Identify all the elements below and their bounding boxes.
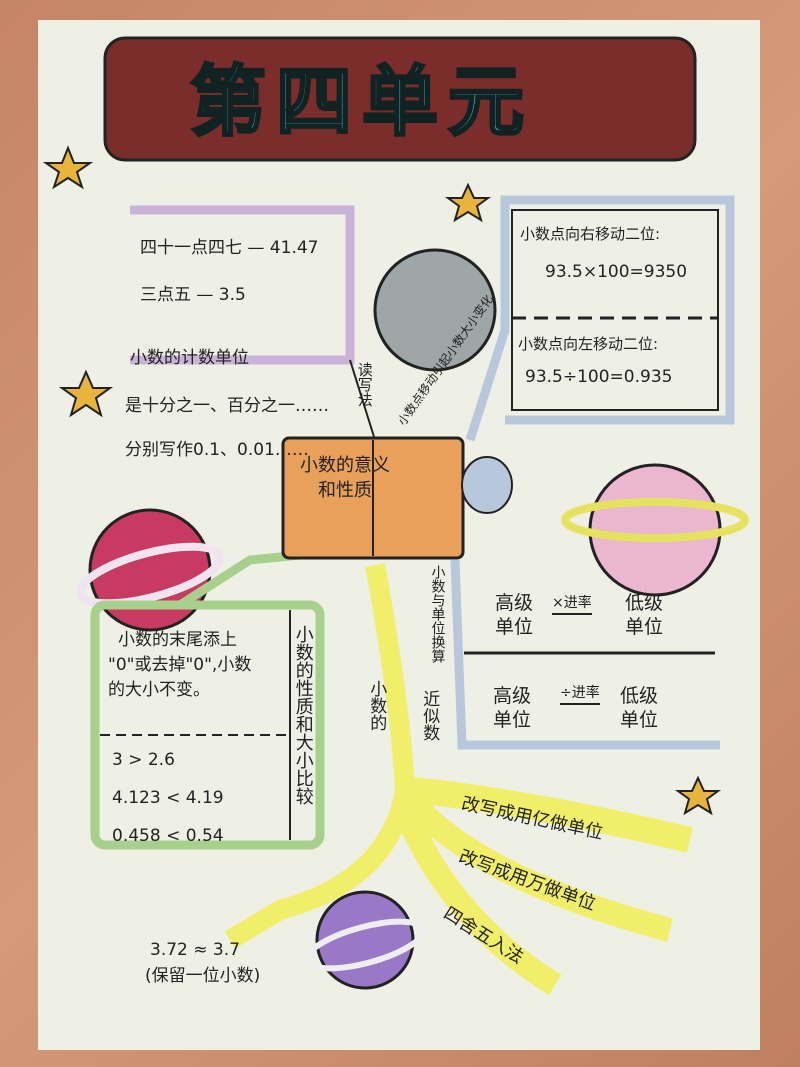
star-icon	[444, 182, 492, 223]
purple-planet	[315, 890, 415, 990]
comparison-1: 3 > 2.6	[112, 750, 175, 770]
grey-planet	[373, 248, 497, 372]
robot-icon	[461, 456, 513, 514]
property-rule-line3: 的大小不变。	[108, 680, 210, 700]
unit-line-3: 分别写作0.1、0.01……	[125, 440, 309, 460]
row1-from: 高级单位	[495, 592, 534, 638]
properties-box	[90, 600, 325, 850]
center-topic-line1: 小数的意义	[300, 455, 390, 476]
read-write-example-2: 三点五 — 3.5	[140, 285, 246, 305]
move-right-example: 93.5×100=9350	[545, 262, 688, 282]
unit-line-2: 是十分之一、百分之一……	[125, 396, 329, 416]
property-rule-line1: 小数的末尾添上	[118, 630, 237, 650]
move-right-rule: 小数点向右移动二位:	[520, 225, 661, 243]
move-left-example: 93.5÷100=0.935	[525, 367, 673, 387]
property-rule-line2: "0"或去掉"0",小数	[108, 655, 252, 675]
star-icon	[674, 775, 722, 816]
branch-read-write	[130, 205, 355, 365]
row2-from: 高级单位	[493, 685, 532, 731]
title-banner	[103, 36, 697, 162]
center-topic-line2: 和性质	[318, 480, 372, 501]
branch-decimal-move	[465, 195, 735, 442]
pink-planet	[588, 463, 722, 597]
comparison-3: 0.458 < 0.54	[112, 826, 224, 846]
page-title: 第四单元	[189, 56, 534, 148]
properties-branch-label: 小数的性质和大小比较	[292, 625, 314, 805]
approximation-label-1: 小数的	[366, 680, 387, 731]
approx-example-note: (保留一位小数)	[145, 966, 261, 986]
approx-example: 3.72 ≈ 3.7	[150, 940, 240, 960]
star-icon	[58, 369, 114, 418]
star-icon	[42, 145, 94, 190]
row1-arrow: ×进率	[552, 595, 592, 615]
row1-to: 低级单位	[625, 592, 664, 638]
unit-line-1: 小数的计数单位	[130, 348, 249, 368]
comparison-2: 4.123 < 4.19	[112, 788, 224, 808]
branch-approximation	[224, 563, 416, 949]
row2-to: 低级单位	[620, 685, 659, 731]
unit-conversion-branch-label: 小数与单位换算	[429, 565, 446, 663]
move-left-rule: 小数点向左移动二位:	[518, 335, 659, 353]
row2-arrow: ÷进率	[560, 685, 600, 705]
branch-unit-conversion	[450, 559, 720, 750]
read-write-example-1: 四十一点四七 — 41.47	[140, 238, 319, 258]
read-write-branch-label: 读写法	[355, 362, 374, 407]
approximation-label-2: 近似数	[419, 690, 440, 741]
